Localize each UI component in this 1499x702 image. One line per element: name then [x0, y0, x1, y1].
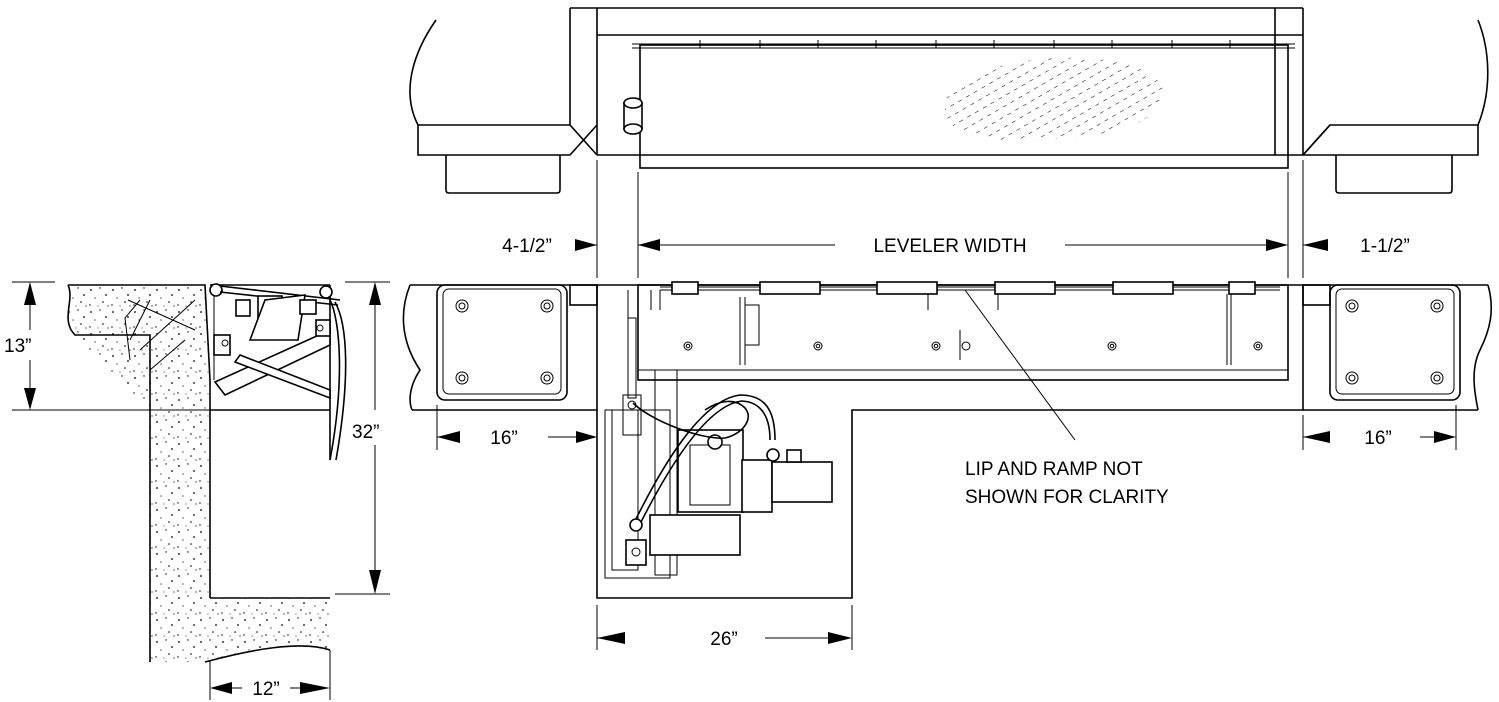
dim-32	[335, 281, 390, 595]
pipe-end	[623, 97, 643, 135]
side-mechanism	[209, 283, 347, 461]
side-section	[67, 283, 347, 663]
dim-label-1-5: 1-1/2”	[1360, 236, 1410, 257]
right-bumper-top	[1335, 155, 1453, 194]
deck-frame	[637, 284, 1289, 381]
dim-leveler-width	[660, 239, 1288, 251]
pit-outline	[596, 285, 1304, 599]
dim-label-32: 32”	[352, 422, 379, 443]
power-unit	[625, 394, 833, 566]
dim-12	[209, 650, 331, 700]
dim-label-13: 13”	[4, 336, 31, 357]
plan-view	[402, 281, 1493, 599]
hinge-blocks	[671, 281, 1256, 295]
dim-label-leveler-width: LEVELER WIDTH	[873, 236, 1026, 257]
frame-bolts	[683, 341, 1263, 351]
dim-1-5	[1303, 239, 1328, 251]
extension-lines	[596, 160, 1304, 278]
dim-label-26: 26”	[710, 629, 737, 650]
tread-hatch	[944, 57, 1164, 141]
left-bumper-top	[445, 155, 561, 194]
note-line-2: SHOWN FOR CLARITY	[965, 487, 1169, 508]
note-leader	[964, 289, 1076, 441]
dim-label-12: 12”	[252, 679, 279, 700]
left-tube	[604, 290, 678, 579]
dim-13	[12, 281, 210, 411]
dim-16-left	[436, 405, 597, 450]
dim-26	[596, 605, 853, 650]
dim-label-16-left: 16”	[490, 428, 517, 449]
dim-16-right	[1302, 405, 1457, 450]
left-bumper-plan	[436, 284, 568, 401]
top-view	[409, 7, 1489, 194]
right-bumper-plan	[1329, 284, 1461, 401]
note-line-1: LIP AND RAMP NOT	[965, 459, 1143, 480]
dim-4-5	[575, 239, 660, 251]
hinge-ticks	[699, 40, 1231, 48]
dim-label-4-5: 4-1/2”	[502, 236, 552, 257]
dim-label-16-right: 16”	[1364, 428, 1391, 449]
stems	[739, 294, 1232, 365]
